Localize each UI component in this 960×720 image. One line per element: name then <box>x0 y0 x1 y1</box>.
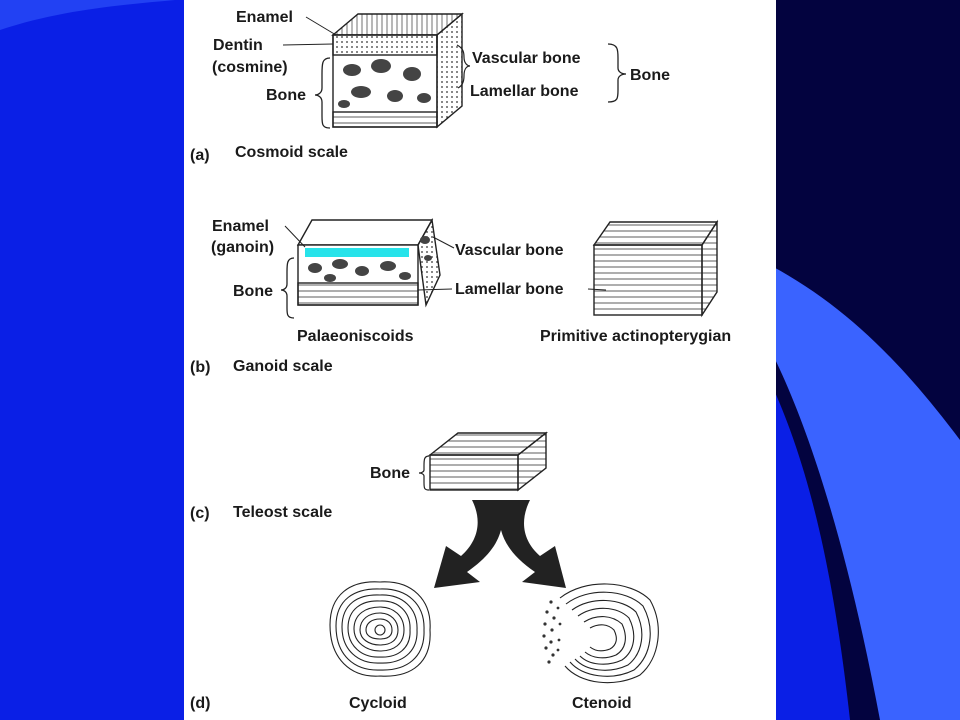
label-primitive-actinopterygian: Primitive actinopterygian <box>540 328 731 345</box>
right-accent-swoosh <box>760 260 960 720</box>
caption-letter-d: (d) <box>190 695 210 712</box>
caption-letter-c: (c) <box>190 505 210 522</box>
label-enamel-a: Enamel <box>236 9 293 26</box>
cosmoid-vascular-spaces <box>338 59 431 108</box>
caption-letter-a: (a) <box>190 147 210 164</box>
label-bone-b: Bone <box>233 283 273 300</box>
label-bone-left-a: Bone <box>266 87 306 104</box>
ganoin-highlight <box>305 248 409 257</box>
brace-bone-left-a <box>314 57 331 129</box>
leader-enamel-a <box>305 16 337 36</box>
label-cycloid: Cycloid <box>349 695 407 712</box>
leader-lamellar-b <box>417 288 453 291</box>
top-left-swoosh <box>0 0 175 30</box>
label-palaeoniscoids: Palaeoniscoids <box>297 328 414 345</box>
primitive-actinopterygian-block <box>592 219 719 318</box>
brace-vascular-a <box>456 44 471 89</box>
caption-b: Ganoid scale <box>233 358 333 375</box>
label-lamellar-a: Lamellar bone <box>470 83 579 100</box>
caption-c: Teleost scale <box>233 504 332 521</box>
teleost-block <box>427 431 549 492</box>
label-ctenoid: Ctenoid <box>572 695 632 712</box>
cosmoid-block <box>331 12 464 129</box>
label-dentin-a: Dentin <box>213 37 263 54</box>
split-arrow <box>434 500 566 588</box>
ctenii-spines <box>542 600 562 664</box>
ctenoid-scale <box>559 583 659 684</box>
label-bone-right-a: Bone <box>630 67 670 84</box>
label-vascular-b: Vascular bone <box>455 242 564 259</box>
leader-vascular-b <box>432 236 455 249</box>
label-ganoin-b: (ganoin) <box>211 239 274 256</box>
figure-panel <box>184 0 776 720</box>
brace-bone-c <box>418 455 430 491</box>
ganoid-vascular-spaces <box>308 236 432 282</box>
label-vascular-a: Vascular bone <box>472 50 581 67</box>
leader-enamel-b <box>284 225 306 248</box>
right-accent-inner <box>760 360 850 720</box>
label-bone-c: Bone <box>370 465 410 482</box>
brace-bone-right-a <box>607 43 627 103</box>
cycloid-scale <box>329 581 431 677</box>
label-enamel-b: Enamel <box>212 218 269 235</box>
caption-a: Cosmoid scale <box>235 144 348 161</box>
label-lamellar-b: Lamellar bone <box>455 281 564 298</box>
caption-letter-b: (b) <box>190 359 210 376</box>
brace-bone-b <box>280 257 295 319</box>
label-cosmine-a: (cosmine) <box>212 59 288 76</box>
leader-dentin-a <box>282 43 334 46</box>
